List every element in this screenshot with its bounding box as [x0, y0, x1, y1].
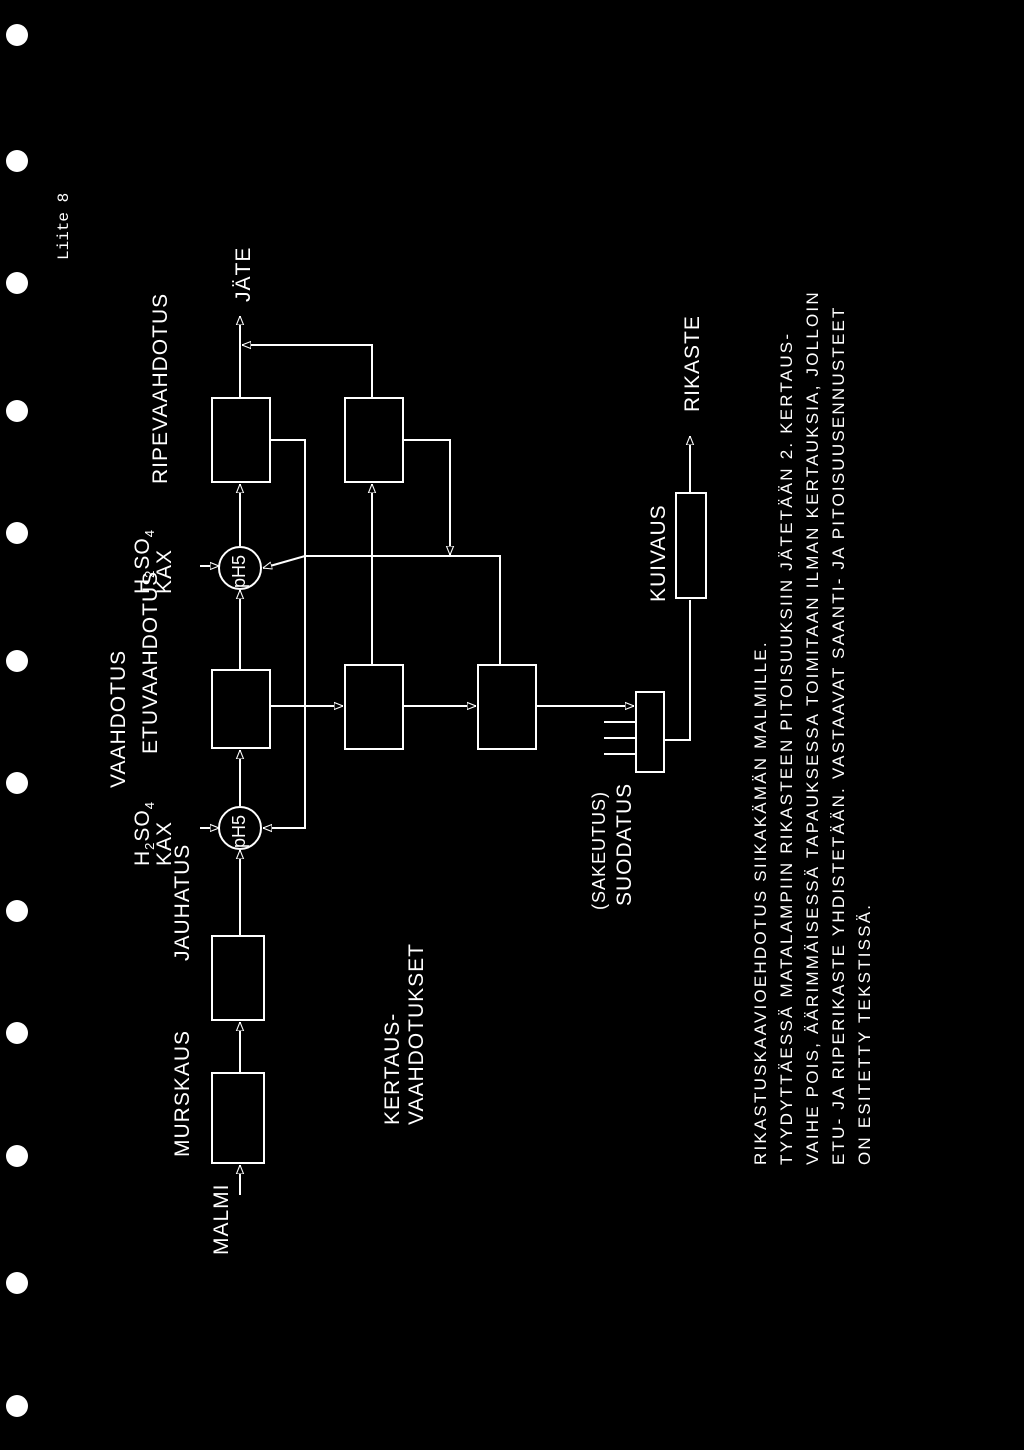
binder-hole	[6, 150, 28, 172]
label-etuvaahdotus: ETUVAAHDOTUS	[139, 570, 162, 754]
label-ph-2: pH5	[229, 554, 249, 588]
label-vaahdotus: VAAHDOTUS	[107, 649, 130, 788]
label-kertaus-line2: VAAHDOTUKSET	[405, 943, 428, 1125]
binder-hole	[6, 772, 28, 794]
binder-hole	[6, 1022, 28, 1044]
caption-line-2: TYYDYTTÄESSÄ MATALAMPIIN RIKASTEEN PITOI…	[777, 331, 796, 1165]
label-reagent-1-kax: KAX	[153, 820, 176, 866]
grinding-box	[211, 935, 265, 1021]
corner-label: Liite 8	[55, 192, 73, 260]
binder-hole	[6, 650, 28, 672]
binder-hole	[6, 900, 28, 922]
label-murskaus: MURSKAUS	[171, 1029, 194, 1157]
caption-line-3: VAIHE POIS, ÄÄRIMMÄISESSÄ TAPAUKSESSA TO…	[803, 290, 822, 1165]
cleaner-scavenger-conc-line	[403, 439, 450, 555]
caption-line-1: RIKASTUSKAAVIOEHDOTUS SIIKAKÄMÄN MALMILL…	[751, 640, 770, 1165]
label-malmi: MALMI	[210, 1183, 233, 1255]
label-kertaus-line1: KERTAUS-	[381, 1012, 404, 1125]
filtration-box	[635, 691, 665, 773]
label-kuivaus: KUIVAUS	[647, 504, 670, 602]
label-rikaste: RIKASTE	[681, 315, 704, 412]
line-filter-dryer	[664, 600, 691, 741]
label-ripevaahdotus: RIPEVAAHDOTUS	[149, 292, 172, 484]
cleaner-scavenger-tail-line	[242, 345, 373, 398]
binder-hole	[6, 1272, 28, 1294]
label-ph-1: pH5	[229, 814, 249, 848]
binder-hole	[6, 272, 28, 294]
binder-hole	[6, 1145, 28, 1167]
binder-hole	[6, 522, 28, 544]
scavenger-return-line	[263, 439, 306, 828]
crushing-box	[211, 1072, 265, 1164]
label-jate: JÄTE	[232, 246, 255, 302]
binder-hole	[6, 1395, 28, 1417]
binder-hole	[6, 24, 28, 46]
label-sakeutus: (SAKEUTUS)	[589, 790, 609, 910]
label-suodatus: SUODATUS	[613, 782, 636, 906]
recycle-line	[263, 555, 501, 665]
ph-conditioner-2	[218, 546, 262, 590]
caption-line-4: ETU- JA RIPERIKASTE YHDISTETÄÄN. VASTAAV…	[829, 305, 848, 1165]
caption-line-5: ON ESITETTY TEKSTISSÄ.	[855, 902, 874, 1165]
binder-hole	[6, 400, 28, 422]
label-reagent-2-kax: KAX	[153, 548, 176, 594]
